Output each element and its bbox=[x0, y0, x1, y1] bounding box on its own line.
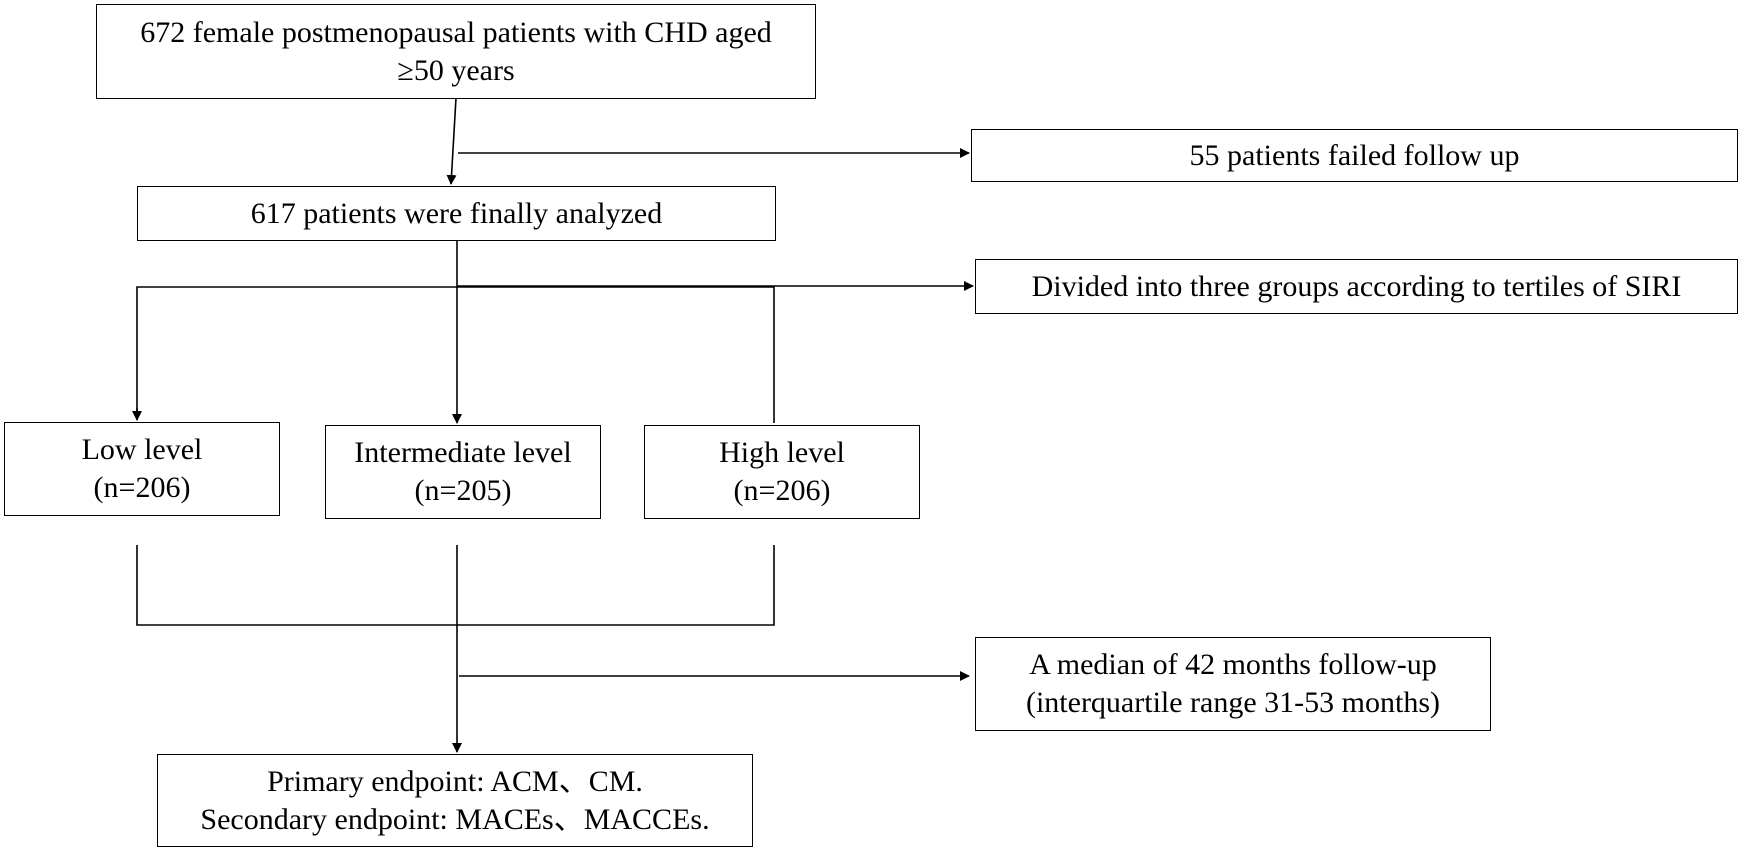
endpoints-box: Primary endpoint: ACM、CM. Secondary endp… bbox=[157, 754, 753, 847]
enrolled-line-2: ≥50 years bbox=[397, 53, 515, 87]
enrolled-line-1: 672 female postmenopausal patients with … bbox=[140, 15, 772, 49]
high-level-line-2: (n=206) bbox=[733, 474, 831, 507]
high-level-line-1: High level bbox=[719, 436, 845, 469]
intermediate-level-line-2: (n=205) bbox=[414, 474, 512, 507]
analyzed-line-1: 617 patients were finally analyzed bbox=[250, 196, 663, 230]
low-level-line-2: (n=206) bbox=[93, 471, 191, 504]
grouping-line-1: Divided into three groups according to t… bbox=[1031, 269, 1682, 303]
arrow-start-to-analyzed bbox=[446, 97, 457, 185]
followup-line-1: A median of 42 months follow-up bbox=[1029, 648, 1437, 681]
intermediate-level-line-1: Intermediate level bbox=[354, 436, 572, 469]
followup-line-2: (interquartile range 31-53 months) bbox=[1025, 686, 1441, 719]
analyzed-box: 617 patients were finally analyzed bbox=[137, 186, 776, 241]
endpoints-line-2: Secondary endpoint: MACEs、MACCEs. bbox=[200, 802, 710, 836]
excluded-box: 55 patients failed follow up bbox=[971, 129, 1738, 182]
followup-box: A median of 42 months follow-up (interqu… bbox=[975, 637, 1491, 731]
intermediate-level-box: Intermediate level (n=205) bbox=[325, 425, 601, 519]
high-level-box: High level (n=206) bbox=[644, 425, 920, 519]
endpoints-line-1: Primary endpoint: ACM、CM. bbox=[267, 764, 643, 798]
enrolled-box: 672 female postmenopausal patients with … bbox=[96, 4, 816, 99]
excluded-line-1: 55 patients failed follow up bbox=[1189, 138, 1520, 172]
low-level-box: Low level (n=206) bbox=[4, 422, 280, 516]
merge-lines bbox=[136, 545, 775, 626]
low-level-line-1: Low level bbox=[81, 433, 203, 466]
branch-horizontal bbox=[136, 286, 775, 423]
grouping-box: Divided into three groups according to t… bbox=[975, 259, 1738, 314]
